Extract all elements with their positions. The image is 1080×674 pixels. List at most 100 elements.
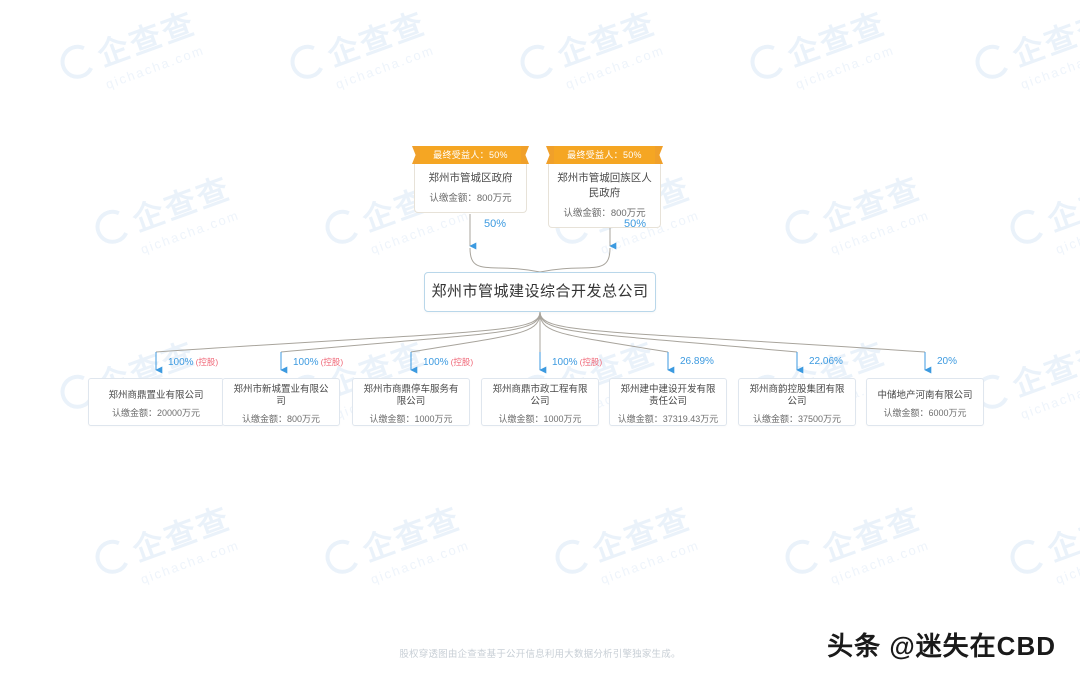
subsidiary-control-tag-1: (控股) — [320, 357, 344, 367]
parent-card-1[interactable]: 郑州市管城回族区人民政府 认缴金额：800万元 — [548, 164, 661, 229]
qichacha-logo-icon — [90, 204, 135, 249]
watermark-url: qichacha.com — [138, 537, 242, 587]
watermark-text: 企查查 — [588, 500, 696, 569]
qichacha-logo-icon — [515, 39, 560, 84]
subsidiary-node-5[interactable]: 郑州商韵控股集团有限公司 认缴金额：37500万元 — [738, 378, 856, 426]
watermark-text: 企查查 — [553, 5, 661, 74]
watermark-text: 企查查 — [818, 500, 926, 569]
subsidiary-percent-6: 20% — [937, 356, 959, 367]
watermark-url: qichacha.com — [563, 42, 667, 92]
watermark-url: qichacha.com — [368, 537, 472, 587]
subsidiary-node-6[interactable]: 中储地产河南有限公司 认缴金额：6000万元 — [866, 378, 984, 426]
subsidiary-name-0: 郑州商鼎置业有限公司 — [108, 390, 204, 402]
watermark-url: qichacha.com — [793, 42, 897, 92]
watermark-text: 企查查 — [358, 500, 466, 569]
subsidiary-name-1: 郑州市新城置业有限公司 — [233, 383, 329, 408]
subsidiary-amount-3: 认缴金额：1000万元 — [498, 414, 582, 425]
subsidiary-node-1[interactable]: 郑州市新城置业有限公司 认缴金额：800万元 — [222, 378, 340, 426]
subsidiary-percent-3: 100%(控股) — [552, 356, 602, 368]
qichacha-logo-icon — [970, 39, 1015, 84]
subsidiary-percent-value-6: 20% — [937, 356, 958, 367]
watermark-url: qichacha.com — [368, 207, 472, 257]
subsidiary-amount-4: 认缴金额：37319.43万元 — [617, 414, 719, 425]
subsidiary-control-tag-0: (控股) — [195, 357, 219, 367]
subsidiary-name-5: 郑州商韵控股集团有限公司 — [749, 383, 845, 408]
subsidiary-amount-2: 认缴金额：1000万元 — [369, 414, 453, 425]
author-watermark: 头条 @迷失在CBD — [827, 631, 1056, 661]
subsidiary-name-4: 郑州建中建设开发有限责任公司 — [620, 383, 716, 408]
parent-name-1: 郑州市管城回族区人民政府 — [557, 172, 652, 200]
subsidiary-control-tag-3: (控股) — [579, 357, 603, 367]
parent-percent-0: 50% — [484, 218, 507, 230]
subsidiary-node-0[interactable]: 郑州商鼎置业有限公司 认缴金额：20000万元 — [88, 378, 224, 426]
subsidiary-node-3[interactable]: 郑州商鼎市政工程有限公司 认缴金额：1000万元 — [481, 378, 599, 426]
qichacha-logo-icon — [780, 534, 825, 579]
subsidiary-percent-value-5: 22.06% — [809, 356, 843, 367]
subsidiary-percent-4: 26.89% — [680, 356, 716, 367]
watermark-url: qichacha.com — [333, 42, 437, 92]
qichacha-logo-icon — [320, 204, 365, 249]
subsidiary-name-6: 中储地产河南有限公司 — [877, 390, 973, 402]
watermark-url: qichacha.com — [1053, 207, 1080, 257]
watermark-url: qichacha.com — [103, 42, 207, 92]
subsidiary-percent-1: 100%(控股) — [293, 356, 343, 368]
qichacha-logo-icon — [55, 39, 100, 84]
parent-percent-1: 50% — [624, 218, 647, 230]
watermark-text: 企查查 — [128, 500, 236, 569]
ultimate-beneficiary-ribbon-1: 最终受益人：50% — [554, 146, 655, 164]
subsidiary-percent-value-3: 100% — [552, 357, 578, 368]
subsidiary-amount-6: 认缴金额：6000万元 — [883, 407, 967, 418]
subsidiary-amount-1: 认缴金额：800万元 — [241, 414, 321, 425]
subsidiary-control-tag-2: (控股) — [450, 357, 474, 367]
subsidiary-percent-0: 100%(控股) — [168, 356, 218, 368]
watermark-url: qichacha.com — [598, 537, 702, 587]
watermark-url: qichacha.com — [1018, 372, 1080, 422]
watermark-url: qichacha.com — [1053, 537, 1080, 587]
subsidiary-percent-value-2: 100% — [423, 357, 449, 368]
subsidiary-node-4[interactable]: 郑州建中建设开发有限责任公司 认缴金额：37319.43万元 — [609, 378, 727, 426]
parent-node-1[interactable]: 最终受益人：50% 郑州市管城回族区人民政府 认缴金额：800万元 — [548, 146, 661, 229]
subsidiary-name-2: 郑州市商鼎停车服务有限公司 — [363, 383, 459, 408]
subsidiary-amount-5: 认缴金额：37500万元 — [752, 414, 842, 425]
watermark-url: qichacha.com — [828, 207, 932, 257]
qichacha-logo-icon — [90, 534, 135, 579]
subsidiary-name-3: 郑州商鼎市政工程有限公司 — [492, 383, 588, 408]
watermark-text: 企查查 — [93, 5, 201, 74]
parent-amount-1: 认缴金额：800万元 — [563, 208, 646, 220]
qichacha-logo-icon — [1005, 534, 1050, 579]
subsidiary-amount-0: 认缴金额：20000万元 — [111, 407, 201, 418]
root-company-node[interactable]: 郑州市管城建设综合开发总公司 — [424, 272, 656, 312]
subsidiary-percent-5: 22.06% — [809, 356, 845, 367]
watermark-text: 企查查 — [323, 5, 431, 74]
subsidiary-percent-2: 100%(控股) — [423, 356, 473, 368]
subsidiary-percent-value-0: 100% — [168, 357, 194, 368]
parent-amount-0: 认缴金额：800万元 — [429, 193, 512, 205]
watermark-text: 企查查 — [128, 170, 236, 239]
qichacha-logo-icon — [285, 39, 330, 84]
watermark-text: 企查查 — [1008, 335, 1080, 404]
subsidiary-node-2[interactable]: 郑州市商鼎停车服务有限公司 认缴金额：1000万元 — [352, 378, 470, 426]
parent-card-0[interactable]: 郑州市管城区政府 认缴金额：800万元 — [414, 164, 527, 214]
qichacha-logo-icon — [1005, 204, 1050, 249]
ultimate-beneficiary-ribbon-0: 最终受益人：50% — [420, 146, 521, 164]
qichacha-logo-icon — [320, 534, 365, 579]
subsidiary-percent-value-1: 100% — [293, 357, 319, 368]
qichacha-logo-icon — [745, 39, 790, 84]
watermark-url: qichacha.com — [1018, 42, 1080, 92]
qichacha-logo-icon — [550, 534, 595, 579]
parent-node-0[interactable]: 最终受益人：50% 郑州市管城区政府 认缴金额：800万元 — [414, 146, 527, 214]
